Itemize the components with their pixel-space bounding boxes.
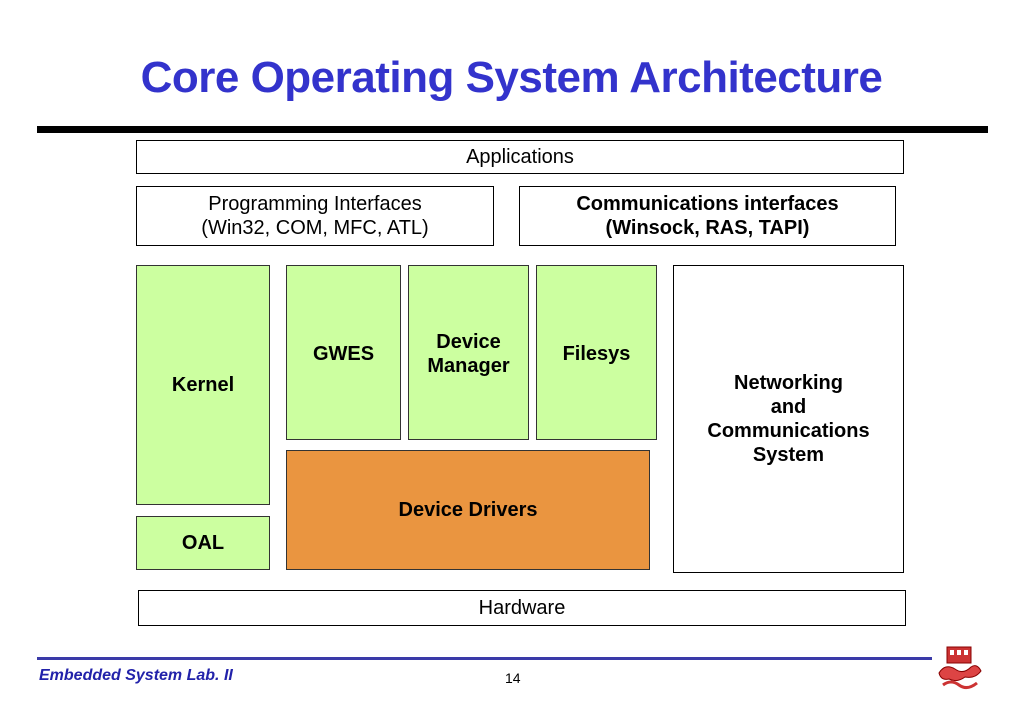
- gwes-box: GWES: [286, 265, 401, 440]
- hardware-box: Hardware: [138, 590, 906, 626]
- device-manager-box: Device Manager: [408, 265, 529, 440]
- kernel-label: Kernel: [171, 374, 235, 396]
- university-seal-icon: [938, 646, 982, 690]
- gwes-label: GWES: [312, 343, 375, 365]
- networking-label-line1: Networking: [734, 372, 843, 394]
- applications-label: Applications: [466, 146, 574, 168]
- networking-label-line4: System: [752, 444, 825, 466]
- programming-interfaces-label: Programming Interfaces: [208, 193, 422, 215]
- device-manager-label-line1: Device: [436, 331, 501, 353]
- filesys-box: Filesys: [536, 265, 657, 440]
- footer-divider: [37, 657, 932, 660]
- title-divider: [37, 126, 988, 133]
- oal-box: OAL: [136, 516, 270, 570]
- footer-lab-name: Embedded System Lab. II: [39, 667, 233, 684]
- communications-interfaces-sub: (Winsock, RAS, TAPI): [605, 217, 810, 239]
- hardware-label: Hardware: [478, 597, 566, 619]
- oal-label: OAL: [181, 532, 225, 554]
- communications-interfaces-box: Communications interfaces (Winsock, RAS,…: [519, 186, 896, 246]
- slide-title: Core Operating System Architecture: [140, 53, 883, 102]
- kernel-box: Kernel: [136, 265, 270, 505]
- networking-label-line3: Communications: [707, 420, 870, 442]
- device-manager-label-line2: Manager: [427, 355, 510, 377]
- device-drivers-label: Device Drivers: [398, 499, 538, 521]
- communications-interfaces-label: Communications interfaces: [576, 193, 839, 215]
- applications-box: Applications: [136, 140, 904, 174]
- programming-interfaces-sub: (Win32, COM, MFC, ATL): [201, 217, 429, 239]
- networking-box: Networking and Communications System: [673, 265, 904, 573]
- device-drivers-box: Device Drivers: [286, 450, 650, 570]
- networking-label-line2: and: [770, 396, 807, 418]
- page-number: 14: [505, 670, 521, 686]
- programming-interfaces-box: Programming Interfaces (Win32, COM, MFC,…: [136, 186, 494, 246]
- filesys-label: Filesys: [562, 343, 631, 365]
